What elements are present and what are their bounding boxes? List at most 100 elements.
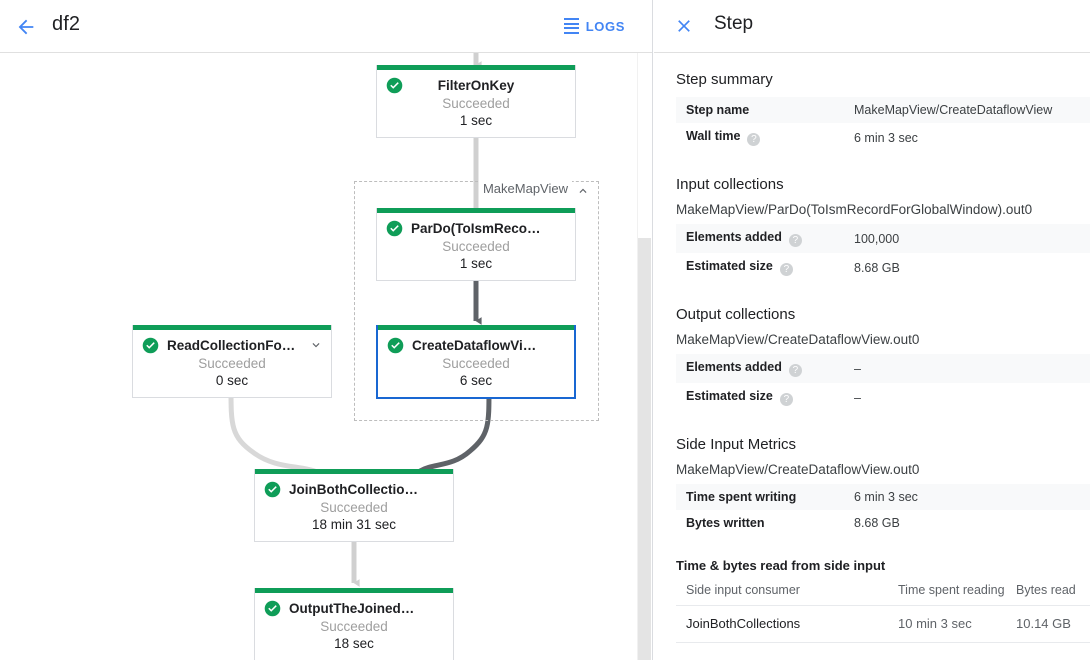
section-heading-input-collections: Input collections (676, 176, 784, 193)
node-status-bar (133, 325, 331, 330)
table-row: JoinBothCollections 10 min 3 sec 10.14 G… (676, 605, 1090, 643)
step-panel-header: Step (654, 0, 1090, 53)
step-details-panel: Step Step summary Step name MakeMapView/… (654, 0, 1090, 660)
row-key: Estimated size? (676, 383, 844, 412)
check-circle-icon (387, 337, 404, 354)
graph-node-output-the-joined-collec[interactable]: OutputTheJoinedCollec… Succeeded 18 sec (254, 588, 454, 660)
close-icon[interactable] (670, 12, 698, 40)
graph-group-makemapview[interactable]: MakeMapView (354, 181, 599, 421)
node-elapsed-time: 18 sec (334, 636, 374, 651)
row-key-label: Time spent writing (686, 490, 797, 504)
check-circle-icon (142, 337, 159, 354)
row-key: Estimated size? (676, 253, 844, 282)
node-title: OutputTheJoinedCollec… (289, 601, 453, 616)
job-graph-canvas[interactable]: MakeMapView FilterO (0, 53, 652, 660)
row-key: Elements added? (676, 354, 844, 383)
table-header-row: Side input consumer Time spent reading B… (676, 579, 1090, 606)
row-value: 6 min 3 sec (854, 490, 918, 504)
graph-vertical-scrollbar[interactable] (637, 53, 652, 660)
chevron-down-icon[interactable] (309, 338, 323, 357)
output-collection-name: MakeMapView/CreateDataflowView.out0 (676, 332, 920, 347)
row-key: Time spent writing (676, 484, 844, 510)
cell-time-spent-reading: 10 min 3 sec (888, 605, 1006, 643)
input-collections-table: Elements added? 100,000 Estimated size? … (676, 224, 1090, 282)
row-value: MakeMapView/CreateDataflowView (854, 103, 1053, 117)
table-row: Estimated size? 8.68 GB (676, 253, 1090, 282)
graph-group-label: MakeMapView (478, 181, 572, 196)
subject-list-icon (563, 18, 579, 34)
cell-bytes-read: 10.14 GB (1006, 605, 1090, 643)
job-header: df2 LOGS (0, 0, 652, 53)
column-header-side-input-consumer: Side input consumer (676, 579, 888, 606)
node-title: ParDo(ToIsmRecordFor… (411, 221, 575, 236)
table-row: Estimated size? – (676, 383, 1090, 412)
node-title: JoinBothCollections (289, 482, 421, 497)
check-circle-icon (264, 600, 281, 617)
graph-node-read-collection-for-join[interactable]: ReadCollectionForJoin Succeeded 0 sec (132, 325, 332, 398)
step-panel-body: Step summary Step name MakeMapView/Creat… (654, 53, 1090, 643)
graph-node-pardo-toismrecordfor[interactable]: ParDo(ToIsmRecordFor… Succeeded 1 sec (376, 208, 576, 281)
node-status: Succeeded (442, 96, 510, 111)
node-elapsed-time: 18 min 31 sec (311, 517, 397, 532)
row-value: 100,000 (854, 231, 900, 246)
graph-edges (228, 53, 492, 587)
node-status: Succeeded (442, 239, 510, 254)
table-row: Wall time? 6 min 3 sec (676, 123, 1090, 152)
node-status-bar (377, 65, 575, 70)
row-value: – (854, 390, 861, 405)
row-key-label: Elements added (686, 360, 782, 374)
subsection-heading-side-input-reads: Time & bytes read from side input (676, 558, 886, 573)
help-icon[interactable]: ? (779, 263, 793, 276)
row-value: 8.68 GB (854, 260, 900, 275)
row-key-label: Wall time (686, 129, 741, 143)
node-status: Succeeded (442, 356, 510, 371)
help-icon[interactable]: ? (788, 364, 802, 377)
side-input-metrics-table: Time spent writing 6 min 3 sec Bytes wri… (676, 484, 1090, 536)
node-status-bar (255, 469, 453, 474)
row-value: – (854, 361, 861, 376)
node-title: CreateDataflowView (412, 338, 541, 353)
section-heading-step-summary: Step summary (676, 71, 773, 88)
row-key: Wall time? (676, 123, 844, 152)
section-heading-output-collections: Output collections (676, 306, 796, 323)
step-summary-table: Step name MakeMapView/CreateDataflowView… (676, 97, 1090, 152)
row-value: 8.68 GB (854, 516, 900, 530)
node-status-bar (378, 325, 574, 330)
row-key-label: Step name (686, 103, 750, 117)
step-panel-title: Step (714, 13, 754, 34)
help-icon[interactable]: ? (747, 133, 761, 146)
input-collection-name: MakeMapView/ParDo(ToIsmRecordForGlobalWi… (676, 202, 1033, 217)
table-row: Step name MakeMapView/CreateDataflowView (676, 97, 1090, 123)
graph-node-create-dataflow-view[interactable]: CreateDataflowView Succeeded 6 sec (376, 325, 576, 399)
help-icon[interactable]: ? (788, 234, 802, 247)
page-title: df2 (52, 13, 81, 35)
row-key-label: Estimated size (686, 259, 773, 273)
node-elapsed-time: 0 sec (215, 373, 249, 388)
row-key: Step name (676, 97, 844, 123)
node-elapsed-time: 1 sec (459, 113, 493, 128)
side-input-collection-name: MakeMapView/CreateDataflowView.out0 (676, 462, 920, 477)
job-graph-pane: df2 LOGS (0, 0, 653, 660)
side-input-reads-table: Side input consumer Time spent reading B… (676, 579, 1090, 643)
help-icon[interactable]: ? (779, 393, 793, 406)
check-circle-icon (386, 77, 403, 94)
chevron-up-icon[interactable] (576, 184, 590, 203)
row-value: 6 min 3 sec (854, 130, 918, 145)
graph-scrollbar-thumb[interactable] (638, 238, 651, 660)
table-row: Bytes written 8.68 GB (676, 510, 1090, 536)
column-header-time-spent-reading: Time spent reading (888, 579, 1006, 606)
graph-node-filter-on-key[interactable]: FilterOnKey Succeeded 1 sec (376, 65, 576, 138)
node-status: Succeeded (320, 619, 388, 634)
row-key-label: Elements added (686, 230, 782, 244)
node-status: Succeeded (198, 356, 266, 371)
graph-node-join-both-collections[interactable]: JoinBothCollections Succeeded 18 min 31 … (254, 469, 454, 542)
arrow-left-icon[interactable] (10, 11, 42, 43)
node-status-bar (377, 208, 575, 213)
node-title: ReadCollectionForJoin (167, 338, 315, 353)
cell-side-input-consumer: JoinBothCollections (676, 605, 888, 643)
logs-button[interactable]: LOGS (563, 12, 625, 40)
node-elapsed-time: 6 sec (459, 373, 493, 388)
node-status-bar (255, 588, 453, 593)
column-header-bytes-read: Bytes read (1006, 579, 1090, 606)
